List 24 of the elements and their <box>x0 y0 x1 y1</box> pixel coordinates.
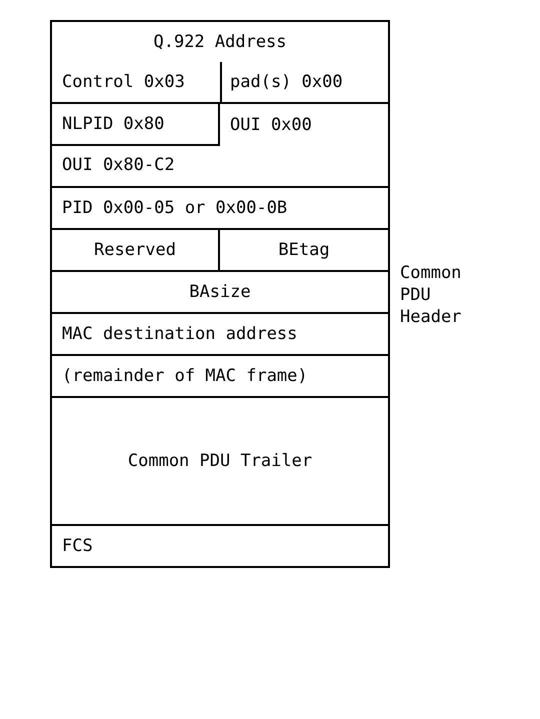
field-label: FCS <box>62 536 93 556</box>
mac-address-field <box>50 312 390 356</box>
field-label: BAsize <box>189 282 251 302</box>
trailer-field <box>50 396 390 526</box>
field-label: Q.922 Address <box>153 32 287 52</box>
field-label: Common PDU Trailer <box>128 451 312 471</box>
field-label: Control 0x03 <box>62 72 185 92</box>
header-note: Common PDU Header <box>400 262 462 328</box>
pid-field <box>50 186 390 230</box>
fcs-field <box>50 524 390 568</box>
address-field <box>50 20 390 104</box>
mac-frame-field <box>50 354 390 398</box>
oui-field <box>50 144 390 188</box>
field-label: BEtag <box>278 240 330 260</box>
basize-field <box>50 270 390 314</box>
field-label: OUI 0x80-C2 <box>62 155 175 175</box>
field-label: PID 0x00-05 or 0x00-0B <box>62 198 288 218</box>
field-label: pad(s) 0x00 <box>230 72 343 92</box>
field-label: MAC destination address <box>62 324 298 344</box>
field-label: Reserved <box>94 240 176 260</box>
field-label: (remainder of MAC frame) <box>62 366 308 386</box>
nlpid-field <box>50 102 220 146</box>
field-label: OUI 0x00 <box>230 115 312 135</box>
field-label: NLPID 0x80 <box>62 114 164 134</box>
